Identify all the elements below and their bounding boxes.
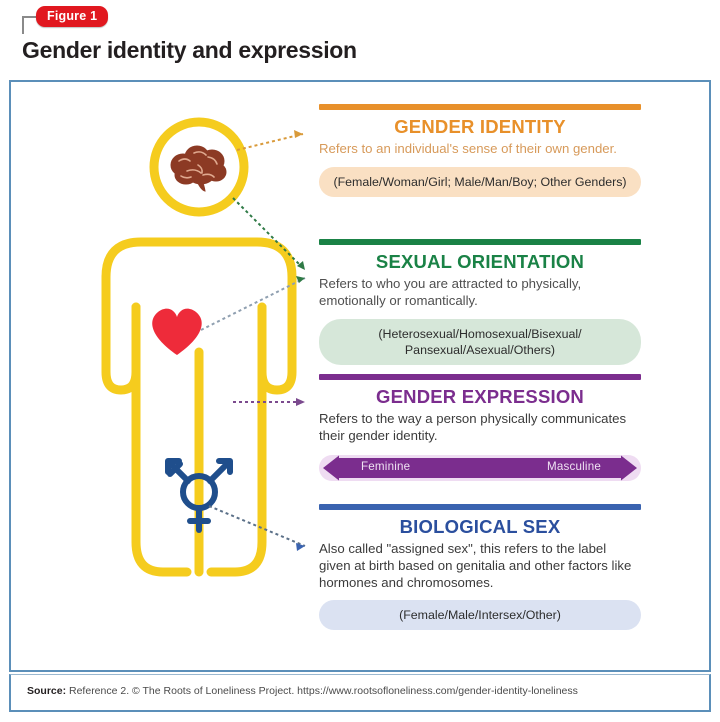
transgender-symbol-icon [165,458,233,533]
section-pill-sexual-orientation: (Heterosexual/Homosexual/Bisexual/ Panse… [319,318,641,365]
source-reference: Reference 2. © The Roots of Loneliness P… [66,685,578,697]
gender-expression-spectrum[interactable]: Feminine Masculine [319,454,641,481]
spectrum-label-feminine: Feminine [361,459,411,473]
section-description-gender-expression: Refers to the way a person physically co… [319,411,627,443]
spectrum-label-masculine: Masculine [547,459,601,473]
section-rule-biological-sex [319,504,641,510]
section-description-gender-identity: Refers to an individual's sense of their… [319,141,617,157]
source-line: Source: Reference 2. © The Roots of Lone… [27,685,578,697]
figure-panel: GENDER IDENTITY Refers to an individual'… [9,80,711,672]
connector-gender-expression [233,398,305,406]
section-pill-gender-identity: (Female/Woman/Girl; Male/Man/Boy; Other … [319,166,641,198]
brain-icon [170,145,227,192]
sections-column: GENDER IDENTITY Refers to an individual'… [311,104,703,669]
figure-number-badge: Figure 1 [36,6,109,28]
section-description-sexual-orientation: Refers to who you are attracted to physi… [319,276,582,308]
section-description-biological-sex: Also called "assigned sex", this refers … [319,541,632,590]
section-sexual-orientation: SEXUAL ORIENTATION Refers to who you are… [319,239,641,365]
section-gender-identity: GENDER IDENTITY Refers to an individual'… [319,104,641,198]
body-outline [101,237,297,577]
section-rule-sexual-orientation [319,239,641,245]
figure-header: Figure 1 [0,0,720,34]
section-pill-biological-sex: (Female/Male/Intersex/Other) [319,600,641,631]
connector-biological-sex [208,505,306,551]
human-figure-illustration [11,102,311,662]
section-gender-expression: GENDER EXPRESSION Refers to the way a pe… [319,374,641,481]
bracket-decoration [22,16,42,34]
figure-svg [101,117,306,577]
page-title: Gender identity and expression [22,37,357,63]
section-title-biological-sex: BIOLOGICAL SEX [399,516,561,537]
section-rule-gender-identity [319,104,641,110]
head-outline [149,117,249,217]
heart-icon [152,308,202,355]
section-title-sexual-orientation: SEXUAL ORIENTATION [375,251,585,272]
section-biological-sex: BIOLOGICAL SEX Also called "assigned sex… [319,504,641,631]
connector-gender-identity [236,130,304,151]
spectrum-arrow-svg [323,455,637,481]
section-title-gender-identity: GENDER IDENTITY [394,116,566,137]
source-footer: Source: Reference 2. © The Roots of Lone… [9,674,711,712]
source-label: Source: [27,685,67,697]
section-title-gender-expression: GENDER EXPRESSION [376,386,584,407]
section-rule-gender-expression [319,374,641,380]
connector-sexual-orientation-head [232,197,306,271]
connector-sexual-orientation-heart [200,276,306,331]
